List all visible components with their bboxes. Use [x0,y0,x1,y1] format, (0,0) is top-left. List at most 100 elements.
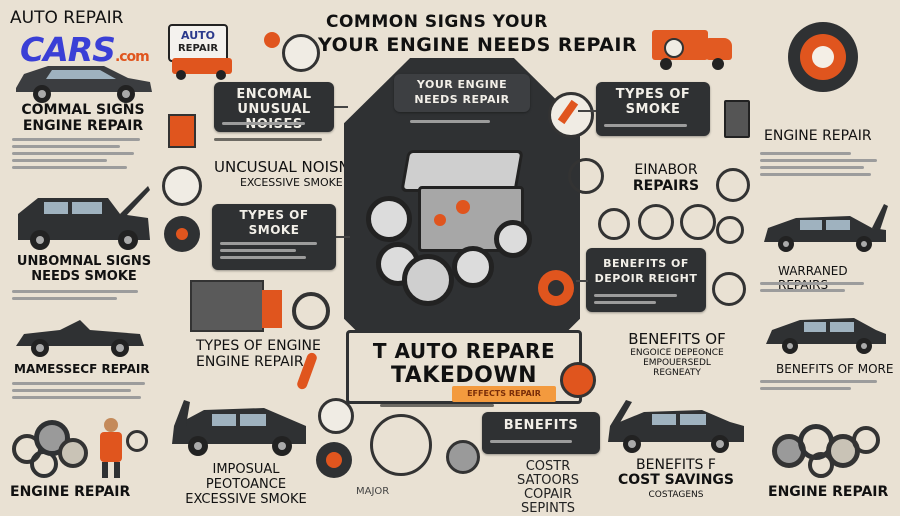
engine-parts-icon [12,412,92,478]
badge-line2: REPAIR [177,43,219,54]
text-lines [594,290,698,308]
text-lines [380,400,500,411]
types-engine-line2: ENGINE REPAIR [196,354,304,370]
text-lines [220,238,328,263]
takedown-line1: T AUTO REPARE [372,339,556,363]
badge-line1: AUTO [181,29,215,42]
fan-icon [318,398,354,434]
suv-open-hood-icon [18,186,150,250]
wheel-icon [216,70,226,80]
panel-types-smoke-right: TYPES OF SMOKE [596,82,710,136]
cost-heading: COSTR SATOORS COPAIR SEPINTS [496,460,600,516]
logo[interactable]: CARS.com [20,30,150,69]
hatchback-open-hood-icon [172,400,306,456]
text-lines [410,116,510,127]
text-lines [12,286,152,304]
gear-icon [712,272,746,306]
major-label: MAJOR [356,486,390,497]
left-heading-3: MAMESSECF REPAIR [14,362,150,376]
engine-title-line1: YOUR ENGINE [416,78,508,91]
benefits-cost-line3: COSTAGENS [648,490,704,500]
wheel-icon [176,70,186,80]
types-engine-line1: TYPES OF ENGINE [196,338,321,354]
engine-repair-top: ENGINE REPAIR [764,128,872,144]
cost-line2: COPAIR SEPINTS [520,487,576,516]
gear-icon [292,292,330,330]
text-lines [12,134,147,173]
sedan-icon [766,318,886,354]
panel-repair-line1: BENEFITS OF [603,257,689,270]
tire-icon [126,430,148,452]
benefits-cost-line2: COST SAVINGS [618,472,734,488]
types-engine-heading: TYPES OF ENGINE ENGINE REPAIR [196,338,321,370]
top-left-title: AUTO REPAIR [10,8,124,28]
benefits-of-line2: ENGOICE DEPEONCE [630,348,724,358]
panel-unusual-noises-line1: ENCOMAL [236,87,312,102]
engine-repair-bottom: ENGINE REPAIR [768,484,889,500]
panel-benefits-title: BENEFITS [503,418,579,433]
meter-device-icon [724,100,750,138]
imposal-line2: EXCESSIVE SMOKE [185,492,307,507]
text-lines [760,376,890,394]
panel-types-line2: SMOKE [248,223,300,237]
text-lines [604,120,702,131]
pulley-icon [452,246,494,288]
connector-line [578,110,596,112]
engine-title-line2: NEEDS REPAIR [414,93,510,106]
cost-line1: COSTR SATOORS [516,459,580,488]
sedan-icon [764,204,888,252]
panel-types-of-smoke: TYPES OF SMOKE [212,204,336,270]
target-center [812,46,834,68]
connector-line [336,236,350,238]
text-lines [214,134,334,145]
left-heading-2: UNBOMNAL SIGNS NEEDS SMOKE [14,254,154,284]
gauge-icon [162,166,202,206]
fan-icon [568,158,604,194]
engine-accent [456,200,470,214]
connector-line [576,280,588,282]
truck-cab [706,38,732,60]
tire-icon [716,168,750,202]
panel-unusual-noises: ENCOMAL UNUSUAL NOISES [214,82,334,132]
mechanic-head [104,418,118,432]
compass-gauge-icon [370,414,432,476]
panel-smoke-line1: TYPES OF [615,87,691,102]
unusual-noises-line1: UNCUSUAL NOISNES [214,158,369,176]
gauge-icon [638,204,674,240]
mechanic-leg [114,462,120,478]
unusual-noises-heading: UNCUSUAL NOISNES EXCESSIVE SMOKE [214,158,369,189]
einabor-line2: REPAIRS [632,178,700,194]
pulley-icon [402,254,454,306]
gauge-icon [680,204,716,240]
wrench-circle-icon [664,38,684,58]
wheel-icon [660,58,672,70]
text-lines [12,378,152,403]
spark-plug-icon [548,92,594,138]
mechanic-leg [102,462,108,478]
dial-icon [560,362,596,398]
benefits-cost-line1: BENEFITS F [636,457,716,473]
pulley-icon [494,220,532,258]
oil-can-icon [168,114,196,148]
left-heading-2-line1: UNBOMNAL SIGNS [16,254,152,269]
einabor-line1: EINABOR [634,162,698,178]
left-heading-1: COMMAL SIGNS ENGINE REPAIR [18,102,148,134]
panel-benefits-repair: BENEFITS OF DEPOIR REIGHT [586,248,706,312]
panel-repair-line2: DEPOIR REIGHT [594,272,698,285]
gauge-icon [716,216,744,244]
text-lines [222,118,326,129]
benefits-of-line1: BENEFITS OF [628,330,726,348]
einabor-heading: EINABOR REPAIRS [626,162,706,194]
cog-center [326,452,342,468]
takedown-line2: TAKEDOWN [390,363,538,388]
imposal-heading: IMPOSUAL PEOTOANCE EXCESSIVE SMOKE [176,462,316,507]
convertible-icon [16,320,144,357]
knob-icon [446,440,480,474]
gauge-icon [264,32,280,48]
connector-line [334,106,348,108]
wrench-icon-dot [176,228,188,240]
auto-repair-badge: AUTO REPAIR [168,24,228,62]
engine-machine-icon [190,280,264,332]
header-line1: COMMON SIGNS YOUR [326,12,548,32]
